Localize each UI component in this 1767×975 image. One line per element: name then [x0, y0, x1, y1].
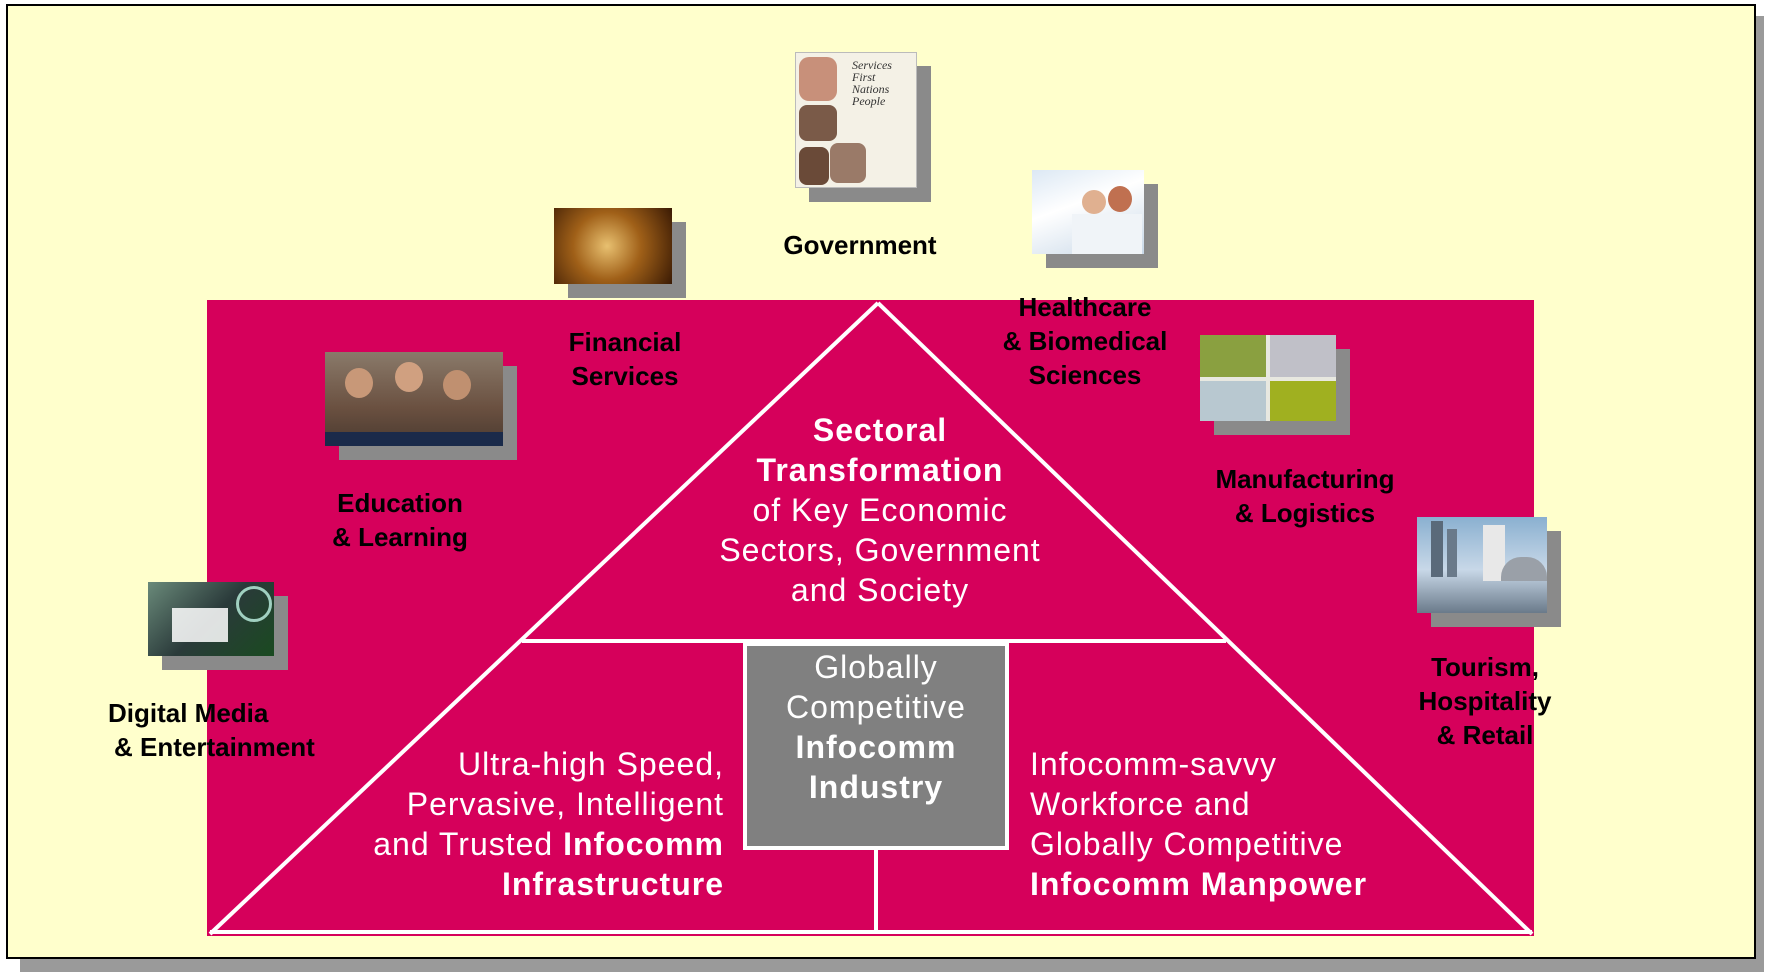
left-line-1: Ultra-high Speed, — [457, 746, 724, 782]
label-manufacturing-2: & Logistics — [1234, 498, 1376, 528]
right-line-2: Workforce and — [1030, 786, 1251, 822]
center-text: Globally Competitive Infocomm Industry — [745, 647, 1007, 807]
label-healthcare: Healthcare & Biomedical Sciences — [985, 290, 1185, 392]
left-line-3-plain: and Trusted — [373, 826, 564, 862]
cover-line-4: People — [852, 94, 886, 108]
apex-title-2: Transformation — [756, 452, 1004, 488]
apex-text: Sectoral Transformation of Key Economic … — [650, 410, 1110, 610]
label-education-2: & Learning — [332, 522, 468, 552]
label-digital-media: Digital Media & Entertainment — [108, 696, 348, 764]
infrastructure-text: Ultra-high Speed, Pervasive, Intelligent… — [300, 744, 724, 904]
center-line-1: Globally — [814, 649, 938, 685]
label-tourism: Tourism, Hospitality & Retail — [1390, 650, 1580, 752]
manpower-text: Infocomm-savvy Workforce and Globally Co… — [1030, 744, 1490, 904]
label-healthcare-1: Healthcare — [1018, 292, 1152, 322]
cover-line-2: First — [852, 70, 876, 84]
center-line-3: Infocomm — [795, 729, 957, 765]
pyramid-left-edge — [208, 301, 880, 936]
label-tourism-3: & Retail — [1436, 720, 1534, 750]
label-digital-2: & Entertainment — [114, 732, 315, 762]
apex-title-1: Sectoral — [812, 412, 948, 448]
label-healthcare-2: & Biomedical — [1002, 326, 1168, 356]
right-line-1: Infocomm-savvy — [1030, 746, 1277, 782]
label-financial: Financial Services — [540, 325, 710, 393]
center-line-2: Competitive — [786, 689, 966, 725]
label-education-1: Education — [337, 488, 463, 518]
label-tourism-2: Hospitality — [1418, 686, 1552, 716]
left-line-4: Infrastructure — [501, 866, 724, 902]
cover-line-1: Services — [852, 58, 892, 72]
label-tourism-1: Tourism, — [1431, 652, 1539, 682]
label-financial-2: Services — [571, 361, 679, 391]
label-healthcare-3: Sciences — [1028, 360, 1142, 390]
label-education: Education & Learning — [310, 486, 490, 554]
label-manufacturing: Manufacturing & Logistics — [1195, 462, 1415, 530]
apex-line-4: Sectors, Government — [719, 532, 1041, 568]
cover-line-3: Nations — [852, 82, 890, 96]
label-government: Government — [783, 230, 937, 260]
label-manufacturing-1: Manufacturing — [1215, 464, 1395, 494]
apex-line-5: and Society — [790, 572, 970, 608]
right-line-3: Globally Competitive — [1030, 826, 1344, 862]
apex-line-3: of Key Economic — [752, 492, 1008, 528]
pyramid-right-edge — [876, 301, 1534, 936]
label-digital-1: Digital Media — [108, 698, 269, 728]
right-line-4: Infocomm Manpower — [1030, 866, 1368, 902]
center-line-4: Industry — [808, 769, 944, 805]
left-line-2: Pervasive, Intelligent — [406, 786, 724, 822]
left-line-3-bold: Infocomm — [563, 826, 724, 862]
center-box — [743, 642, 1009, 850]
label-financial-1: Financial — [568, 327, 682, 357]
